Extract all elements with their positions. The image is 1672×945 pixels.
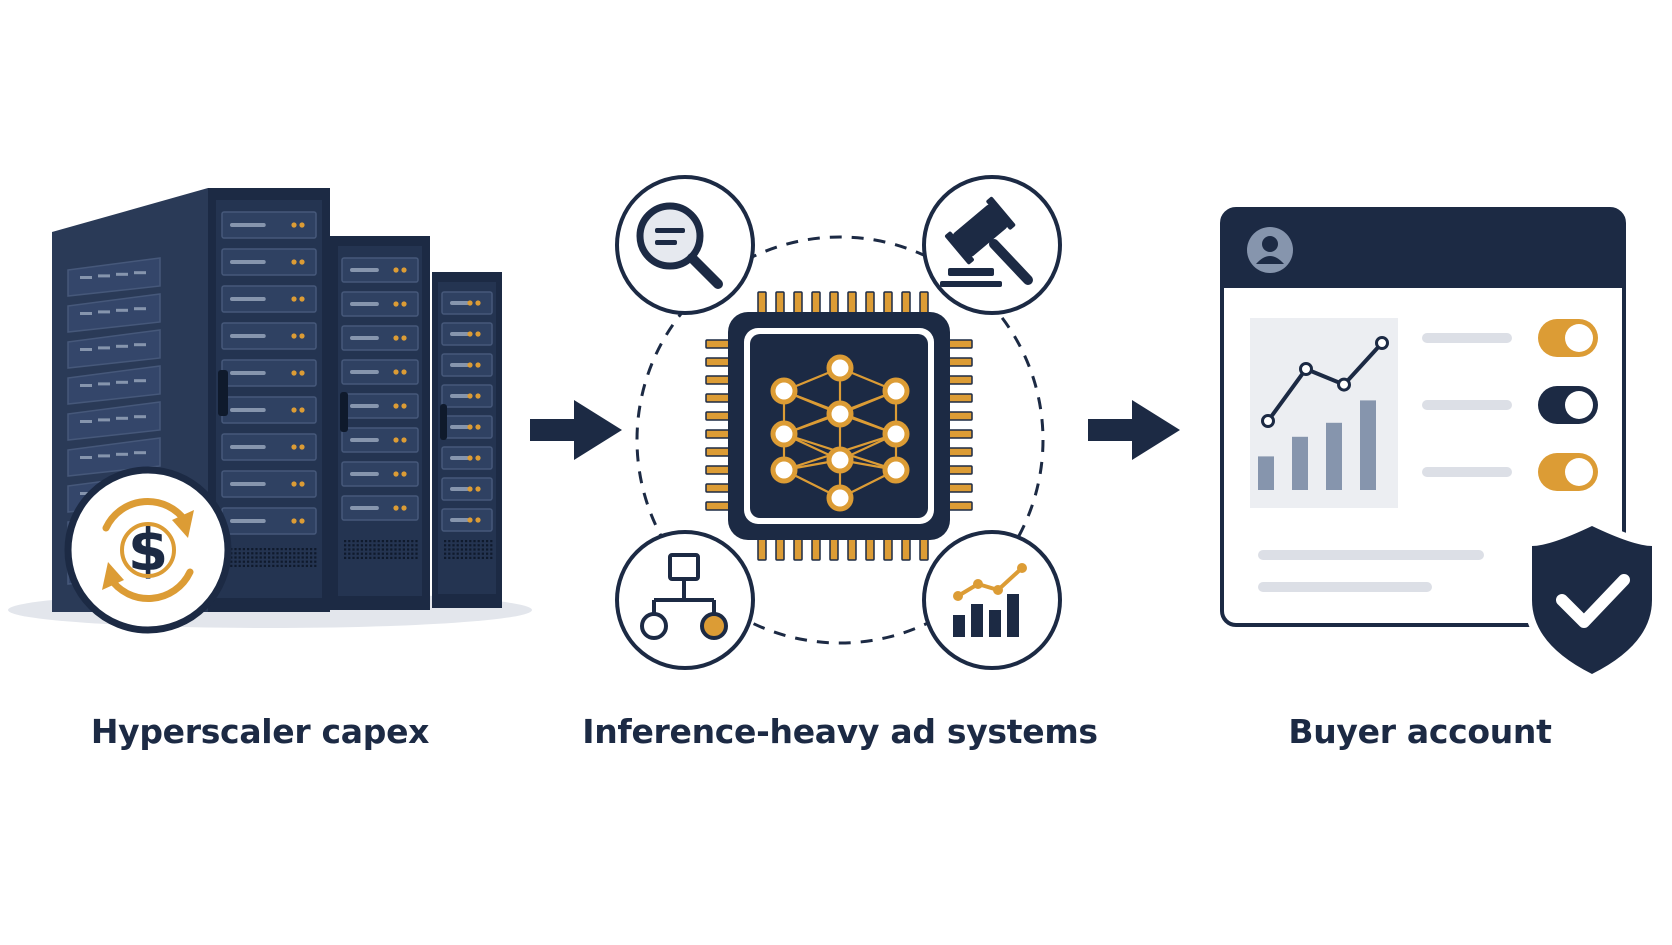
mini-chart-panel xyxy=(1250,318,1398,508)
setting-label-placeholder xyxy=(1422,467,1512,477)
mini-bar xyxy=(1326,422,1342,490)
mini-bar xyxy=(1292,436,1308,490)
gavel-icon xyxy=(922,175,1062,315)
arrow-right-icon xyxy=(530,400,622,460)
flowchart-icon xyxy=(615,530,755,670)
mini-line-point xyxy=(1261,414,1275,428)
step-label-hyperscaler: Hyperscaler capex xyxy=(90,712,430,751)
search-icon xyxy=(615,175,755,315)
arrow-right-icon xyxy=(1088,400,1180,460)
step-label-buyer: Buyer account xyxy=(1288,712,1552,751)
step-label-inference: Inference-heavy ad systems xyxy=(582,712,1098,751)
dollar-cycle-icon: $ xyxy=(64,466,232,634)
dashboard-window-icon xyxy=(1220,207,1626,627)
mini-bar xyxy=(1258,456,1274,490)
mini-line-point xyxy=(1299,362,1313,376)
toggle-knob xyxy=(1565,324,1593,352)
setting-label-placeholder xyxy=(1422,333,1512,343)
bar-chart-icon xyxy=(922,530,1062,670)
toggle-knob xyxy=(1565,391,1593,419)
neural-chip-icon xyxy=(635,235,1045,645)
mini-bar xyxy=(1360,400,1376,490)
toggle-knob xyxy=(1565,458,1593,486)
avatar xyxy=(1247,227,1293,273)
mini-line-point xyxy=(1375,336,1389,350)
setting-label-placeholder xyxy=(1422,400,1512,410)
mini-line-point xyxy=(1337,377,1351,392)
shield-check-icon xyxy=(1524,518,1660,684)
